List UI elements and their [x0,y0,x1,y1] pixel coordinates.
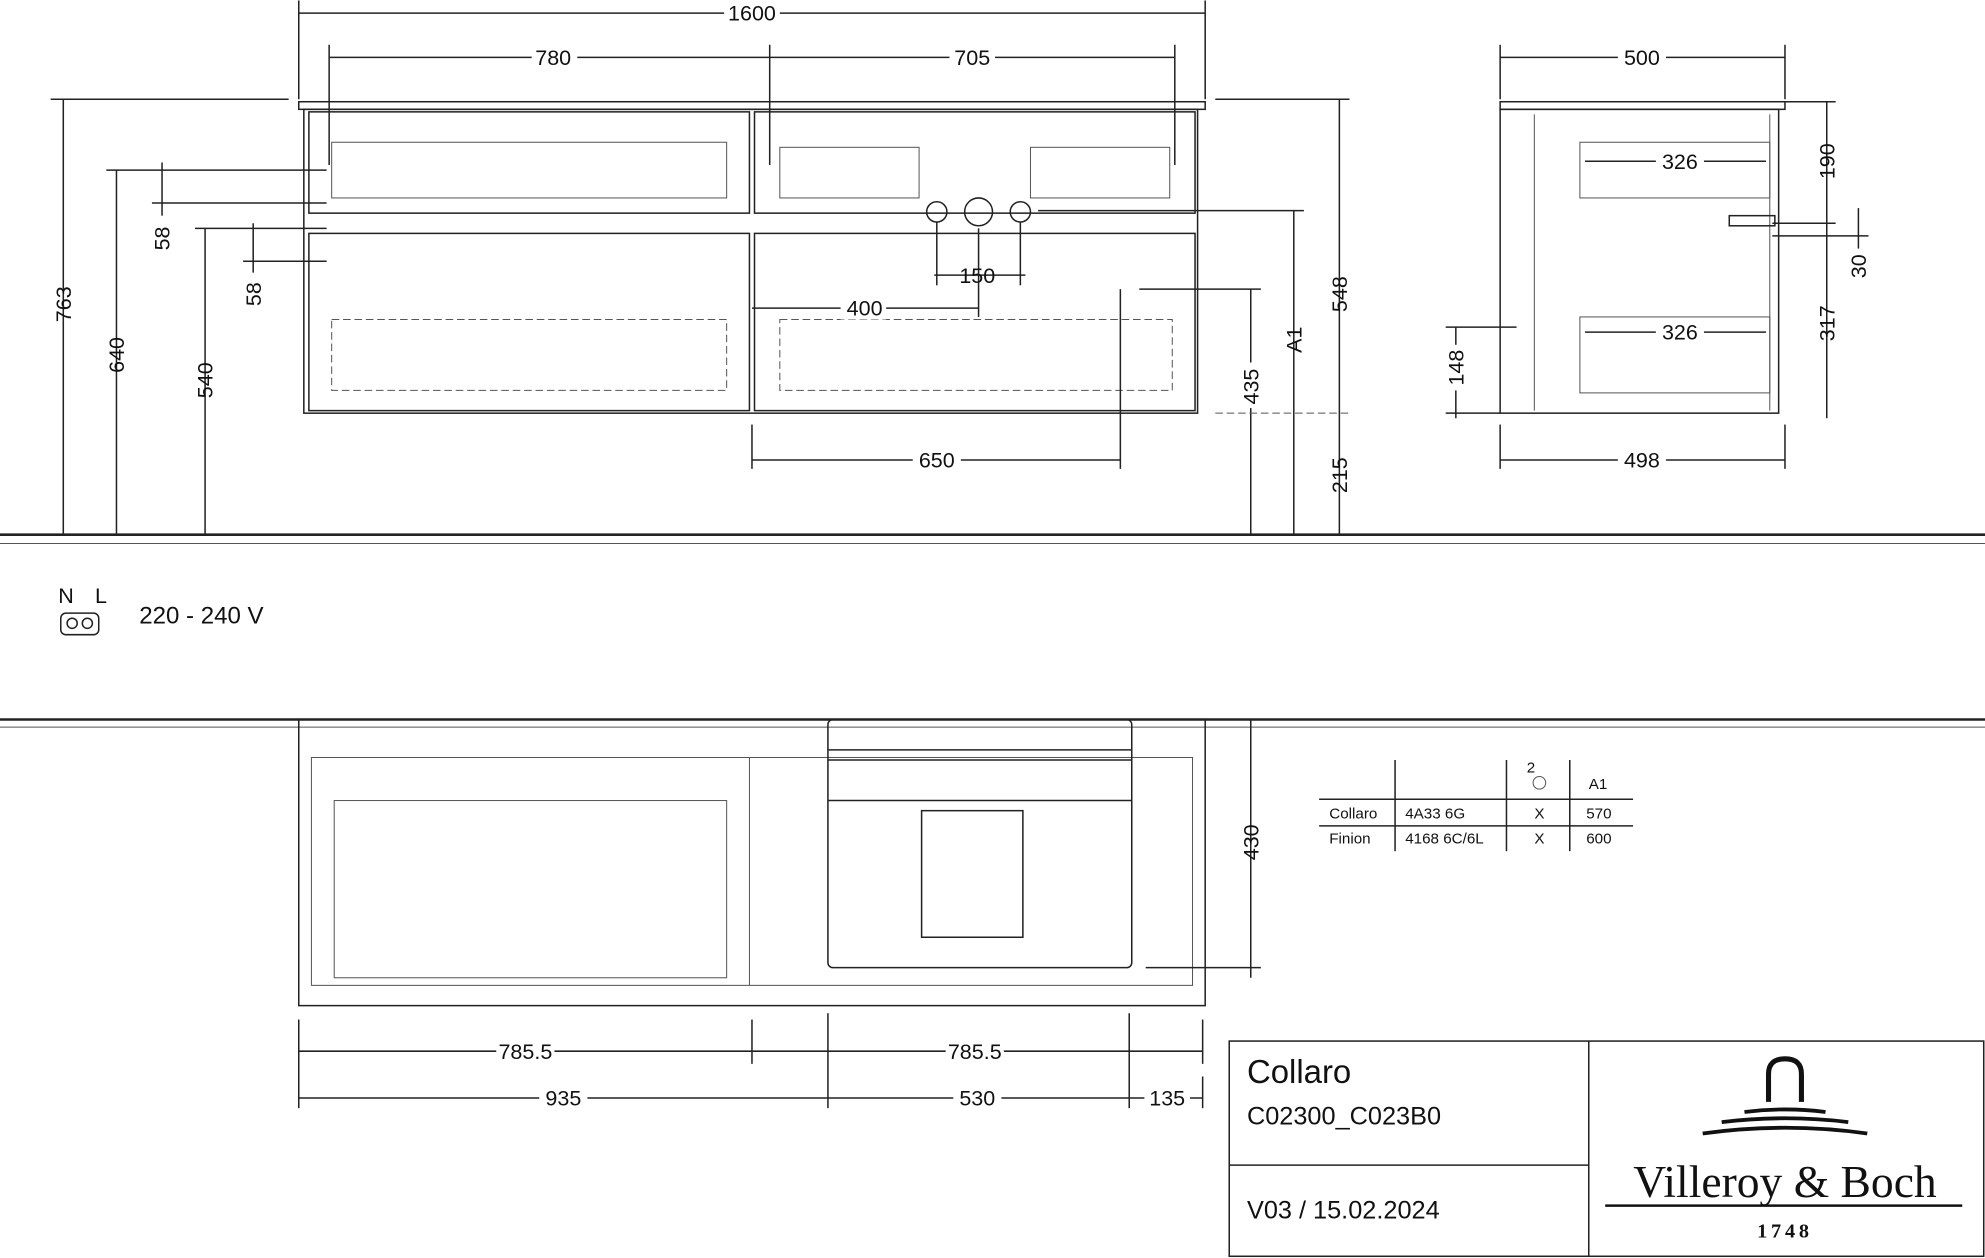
dim-326-b: 326 [1662,321,1698,345]
header-a1: A1 [1589,776,1608,793]
dim-a1: A1 [1282,327,1306,353]
dim-430: 430 [1239,824,1263,860]
dim-705: 705 [954,46,990,70]
dim-190: 190 [1815,143,1839,179]
dim-780: 780 [535,46,571,70]
connection-icon [1532,775,1547,790]
svg-text:X: X [1534,831,1544,848]
dim-400: 400 [847,297,883,321]
dim-215: 215 [1328,457,1352,493]
dim-530: 530 [959,1087,995,1111]
front-view-dimensions: 1600 780 705 763 640 58 540 58 150 400 6… [50,0,1352,535]
title-block: Collaro C02300_C023B0 V03 / 15.02.2024 V… [1228,1040,1985,1258]
variant-table: 2 A1 Collaro 4A33 6G X 570 Finion 4168 6… [1319,760,1634,852]
svg-text:Collaro: Collaro [1329,805,1377,822]
dim-785-5-a: 785.5 [498,1040,552,1064]
power-socket: N L 220 - 240 V [58,584,264,636]
floor-line-top [0,533,1985,728]
svg-text:4A33 6G: 4A33 6G [1405,805,1465,822]
svg-text:570: 570 [1586,805,1611,822]
live-label: L [95,584,107,608]
brand-name: Villeroy & Boch [1633,1156,1937,1207]
dim-785-5-b: 785.5 [948,1040,1002,1064]
svg-text:X: X [1534,805,1544,822]
table-row: Finion 4168 6C/6L X 600 [1329,831,1611,848]
product-code: C02300_C023B0 [1247,1103,1441,1131]
product-name: Collaro [1247,1053,1351,1090]
voltage-label: 220 - 240 V [139,602,263,629]
neutral-label: N [58,584,74,608]
svg-text:600: 600 [1586,831,1611,848]
dim-326-a: 326 [1662,150,1698,174]
dim-435: 435 [1239,369,1263,405]
dim-500: 500 [1624,46,1660,70]
dim-650: 650 [919,449,955,473]
svg-text:4168 6C/6L: 4168 6C/6L [1405,831,1484,848]
header-connection: 2 [1527,760,1535,777]
brand-logo-icon [1702,1056,1868,1136]
dim-763: 763 [52,286,76,322]
dim-30: 30 [1847,254,1871,278]
dim-498: 498 [1624,449,1660,473]
front-view-cabinet [298,100,1206,414]
dim-935: 935 [545,1087,581,1111]
table-row: Collaro 4A33 6G X 570 [1329,805,1611,822]
dim-148: 148 [1444,350,1468,386]
bottom-view-cabinet: 430 785.5 785.5 935 530 135 [298,718,1263,1111]
dim-640: 640 [105,337,129,373]
svg-text:Finion: Finion [1329,831,1370,848]
dim-58-a: 58 [151,226,175,250]
dim-1600: 1600 [728,2,776,26]
socket-icon [60,612,100,636]
dim-150: 150 [959,264,995,288]
dim-540: 540 [194,362,218,398]
dim-135: 135 [1149,1087,1185,1111]
dim-548: 548 [1328,276,1352,312]
dim-58-b: 58 [242,282,266,306]
brand-year: 1748 [1757,1220,1813,1242]
version-date: V03 / 15.02.2024 [1247,1196,1440,1224]
dim-317: 317 [1815,305,1839,341]
side-view: 500 326 326 190 30 317 148 498 [1444,44,1871,473]
